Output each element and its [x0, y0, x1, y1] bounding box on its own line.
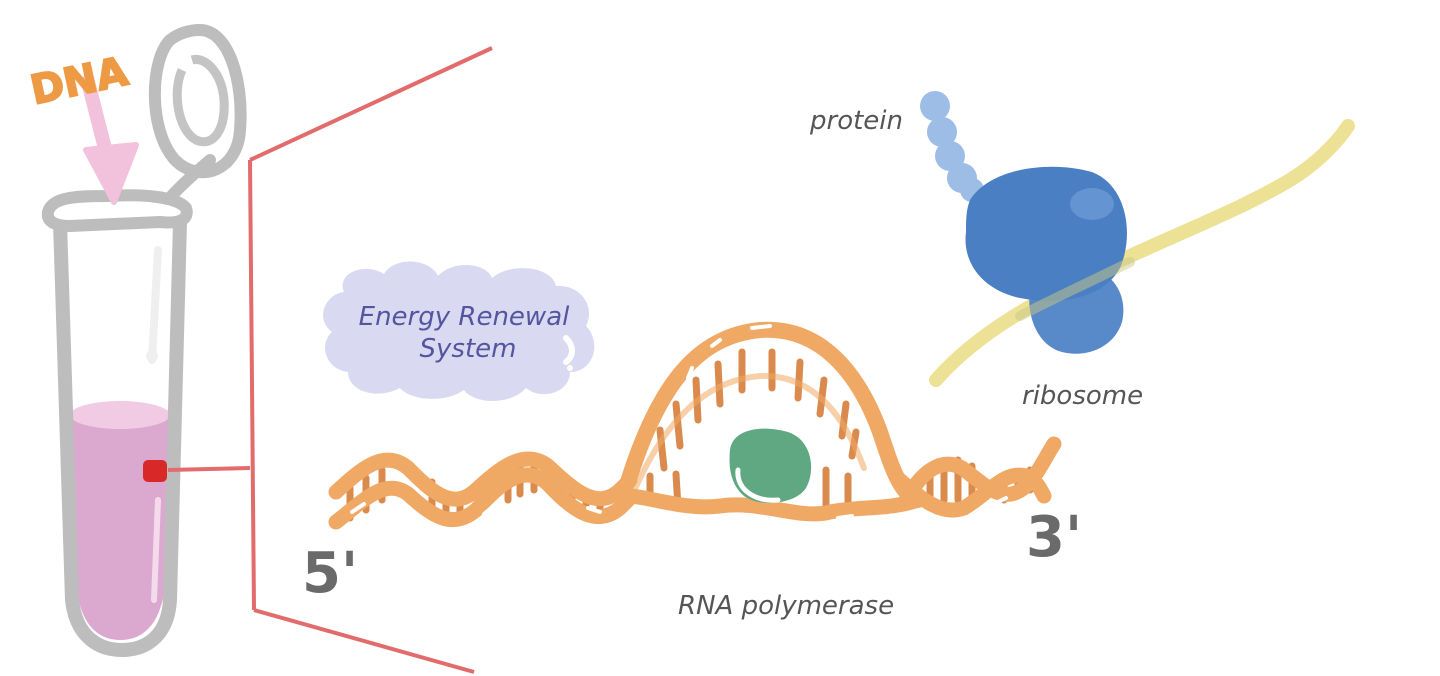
- bubble-template-strand: [620, 321, 926, 508]
- amino-acid: [920, 91, 950, 121]
- energy-renewal-label-line1: Energy Renewal: [359, 302, 570, 332]
- energy-renewal-label-line2: System: [420, 334, 517, 364]
- cloud-shape: [323, 261, 595, 401]
- rna-polymerase: [729, 428, 812, 503]
- arrow-head: [83, 142, 139, 205]
- tube-highlight: [148, 246, 162, 364]
- bubble-inner-strand: [629, 372, 867, 499]
- ribosome-label: ribosome: [1022, 381, 1143, 411]
- three-prime-label: 3': [1026, 505, 1082, 570]
- tube-highlight-dot: [146, 350, 158, 362]
- zoom-line-connector: [167, 466, 251, 472]
- base-pair: [656, 426, 668, 472]
- liquid-highlight: [151, 497, 161, 603]
- dna-strand-right-b: [892, 467, 1052, 518]
- amino-acid: [935, 141, 965, 171]
- bubble-coding-strand: [624, 488, 926, 522]
- zoom-line-bracket: [248, 159, 256, 611]
- tube-body: [53, 215, 187, 657]
- ribosome: [965, 166, 1135, 354]
- rna-polymerase-highlight: [735, 467, 781, 503]
- protein-label: protein: [809, 106, 903, 136]
- dna-strand-left-a: [328, 451, 638, 507]
- test-tube: [41, 24, 247, 657]
- protein-chain: [920, 91, 984, 202]
- zoom-line-top: [249, 46, 493, 162]
- dna-label: DNA: [27, 49, 132, 114]
- five-prime-label: 5': [302, 541, 358, 606]
- bubble-base-pairs: [646, 348, 860, 512]
- tube-rim: [41, 189, 193, 232]
- rna-polymerase-body: [729, 428, 812, 503]
- mrna-through-ribosome: [1015, 257, 1135, 321]
- dna-input-arrow: [81, 75, 139, 205]
- dna-double-helix: [328, 321, 1062, 530]
- tube-cap: [148, 24, 247, 179]
- tube-cap-inner: [172, 54, 229, 147]
- sample-dot: [143, 460, 167, 482]
- dna-strand-left-b: [328, 467, 640, 530]
- liquid-surface: [70, 401, 170, 429]
- base-pair: [672, 400, 684, 450]
- helix-highlights: [350, 324, 1008, 520]
- zoom-line-bottom: [253, 608, 475, 674]
- rna-polymerase-label: RNA polymerase: [678, 591, 894, 621]
- base-pair: [794, 358, 804, 402]
- base-pair: [838, 400, 850, 440]
- mrna-strand: [929, 119, 1355, 387]
- cloud-highlight: [563, 335, 575, 365]
- zoom-callout: [143, 46, 493, 674]
- ribosome-small-subunit: [1029, 265, 1124, 354]
- cloud-highlight-dot: [567, 365, 573, 371]
- ribosome-highlight: [1070, 188, 1114, 220]
- amino-acid: [927, 117, 957, 147]
- energy-renewal-cloud: [323, 261, 595, 401]
